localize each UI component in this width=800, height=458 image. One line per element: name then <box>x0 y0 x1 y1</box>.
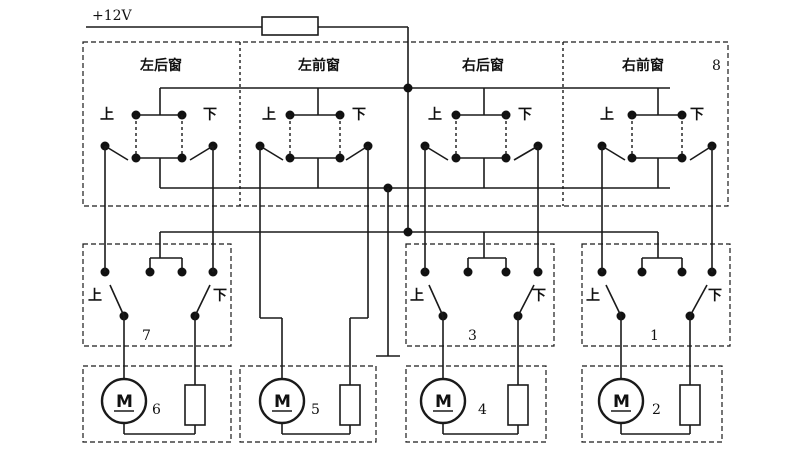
up-label: 上 <box>262 107 276 123</box>
up-label: 上 <box>410 288 424 304</box>
motor-unit-right-rear: M 4 <box>405 316 547 443</box>
motor-unit-left-rear: M 6 <box>82 316 232 443</box>
motor-symbol-label: M <box>613 392 630 412</box>
up-label: 上 <box>428 107 442 123</box>
local-switch-left-rear: 上 下 7 <box>82 146 232 347</box>
up-label: 上 <box>586 288 600 304</box>
local-switch-number: 1 <box>650 328 659 344</box>
local-switch-number: 3 <box>468 328 477 344</box>
motor-symbol-label: M <box>116 392 133 412</box>
switch-section-left-front: 上 下 <box>255 88 373 188</box>
fuse <box>261 16 319 36</box>
down-label: 下 <box>518 107 532 123</box>
protector <box>507 384 529 426</box>
up-label: 上 <box>100 107 114 123</box>
protector <box>679 384 701 426</box>
motor-unit-right-front: M 2 <box>581 316 723 443</box>
panel-number: 8 <box>712 58 721 74</box>
local-switch-right-rear: 上 下 3 <box>405 146 555 347</box>
switch-section-left-rear: 上 下 <box>100 88 218 188</box>
up-label: 上 <box>88 288 102 304</box>
down-label: 下 <box>213 288 227 304</box>
protector <box>339 384 361 426</box>
section-label-right-front: 右前窗 <box>621 57 664 74</box>
section-label-left-front: 左前窗 <box>297 57 340 74</box>
local-switch-number: 7 <box>142 328 151 344</box>
down-label: 下 <box>708 288 722 304</box>
up-label: 上 <box>600 107 614 123</box>
motor-number: 4 <box>478 402 487 418</box>
switch-section-right-rear: 上 下 <box>420 88 543 188</box>
master-switch-panel <box>82 41 729 207</box>
protector <box>184 384 206 426</box>
motor-symbol-label: M <box>435 392 452 412</box>
down-label: 下 <box>203 107 217 123</box>
motor-unit-left-front: M 5 <box>239 365 377 443</box>
down-label: 下 <box>532 288 546 304</box>
down-label: 下 <box>690 107 704 123</box>
motor-symbol-label: M <box>274 392 291 412</box>
motor-number: 6 <box>152 402 161 418</box>
local-switch-right-front: 上 下 1 <box>581 146 731 347</box>
section-label-right-rear: 右后窗 <box>461 57 504 74</box>
switch-section-right-front: 上 下 <box>597 88 717 188</box>
motor-number: 2 <box>652 402 661 418</box>
down-label: 下 <box>352 107 366 123</box>
section-label-left-rear: 左后窗 <box>139 57 182 74</box>
motor-number: 5 <box>311 402 320 418</box>
supply-label: +12V <box>92 8 133 24</box>
